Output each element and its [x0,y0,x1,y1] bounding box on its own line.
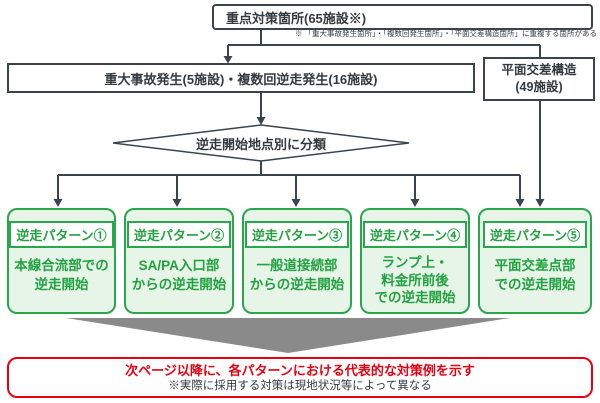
arrowhead-left-box [223,56,233,64]
arrowhead-pattern-3 [291,199,301,207]
funnel-arrow [66,318,510,353]
pattern-2-body: SA/PA入口部 からの逆走開始 [131,258,227,292]
pattern-box-1: 逆走パターン① 本線合流部での 逆走開始 [7,208,116,314]
pattern-box-3: 逆走パターン③ 一般道接続部 からの逆走開始 [242,208,352,314]
pattern-4-title: 逆走パターン④ [362,221,468,248]
classification-decision-label: 逆走開始地点別に分類 [195,136,326,152]
arrowhead-pattern-5 [515,199,525,207]
pattern-3-body: 一般道接続部 からの逆走開始 [249,258,345,292]
pattern-1-body: 本線合流部での 逆走開始 [14,258,109,292]
footer-line1: 次ページ以降に、各パターンにおける代表的な対策例を示す [125,362,475,378]
arrowhead-diamond [256,117,266,125]
arrowhead-pattern-2 [172,199,182,207]
arrowhead-pattern-1 [53,199,63,207]
priority-sites-label: 重点対策箇所(65施設※) [226,10,367,26]
priority-sites-box: 重点対策箇所(65施設※) [212,4,593,30]
pattern-4-body: ランプ上・ 料金所前後 での逆走開始 [374,255,456,306]
pattern-2-title: 逆走パターン② [126,221,232,248]
footer-line2: ※実際に採用する対策は現地状況等によって異なる [168,379,432,392]
pattern-box-4: 逆走パターン④ ランプ上・ 料金所前後 での逆走開始 [360,208,470,314]
serious-accident-label: 重大事故発生(5施設)・複数回逆走発生(16施設) [104,71,378,87]
footer-measures-box: 次ページ以降に、各パターンにおける代表的な対策例を示す ※実際に採用する対策は現… [7,357,593,398]
pattern-5-title: 逆走パターン⑤ [482,221,588,248]
pattern-3-title: 逆走パターン③ [244,221,350,248]
pattern-5-body: 平面交差点部 での逆走開始 [494,258,576,292]
decision-diamond-shape [112,124,410,162]
pattern-box-2: 逆走パターン② SA/PA入口部 からの逆走開始 [124,208,234,314]
arrowhead-atgrade-pattern5 [535,199,545,207]
overlap-note: ※ 「重大事故発生箇所」・「複数回発生箇所」・「平面交差構造箇所」に重複する箇所… [294,29,597,38]
pattern-1-title: 逆走パターン① [9,221,114,248]
arrowhead-pattern-4 [410,199,420,207]
at-grade-structure-box: 平面交差構造 (49施設) [483,57,595,101]
pattern-box-5: 逆走パターン⑤ 平面交差点部 での逆走開始 [478,208,592,314]
serious-accident-box: 重大事故発生(5施設)・複数回逆走発生(16施設) [7,63,475,93]
